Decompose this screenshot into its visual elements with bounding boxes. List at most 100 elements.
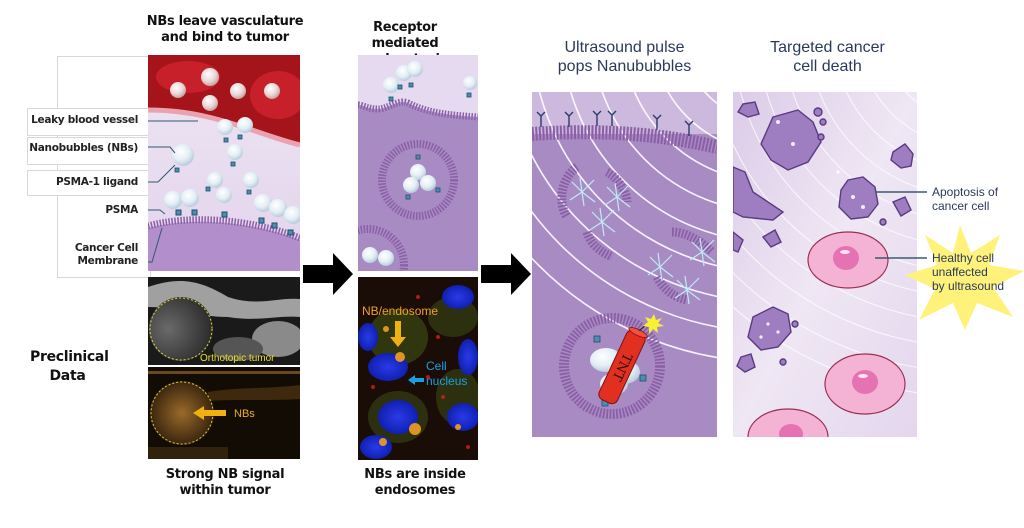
healthy-cells — [747, 231, 906, 437]
vessel-wall — [148, 107, 300, 148]
ligand — [237, 134, 243, 140]
nanobubble — [383, 77, 399, 93]
nanobubble — [172, 144, 194, 166]
cell-label: Cell — [426, 359, 447, 373]
endosome — [559, 313, 665, 419]
popped-bubble-burst — [569, 177, 716, 305]
preclinical-label-line1: Preclinical — [30, 349, 109, 365]
nb-endosome-label: NB/endosome — [362, 304, 438, 318]
nanobubble — [202, 95, 218, 111]
panel4-leader-lines — [875, 191, 927, 259]
apoptotic-cell — [747, 306, 792, 351]
healthy-label-line1: Healthy cell — [932, 251, 995, 265]
cancer-cell — [148, 221, 300, 271]
nucleus-label: nucleus — [426, 374, 467, 388]
panel1-title: NBs leave vasculature and bind to tumor — [140, 14, 310, 46]
apoptosis-label-line1: Apoptosis of — [932, 185, 999, 199]
psma-receptor — [258, 217, 265, 224]
microscopy-image: NB/endosome Cell nucleus — [358, 277, 478, 460]
nanobubble — [217, 119, 233, 135]
endosome — [378, 140, 458, 220]
label-cancer-cell-membrane: Cancer Cell Membrane — [10, 242, 138, 268]
nanobubble — [237, 117, 253, 133]
apoptosis-label: Apoptosis of cancer cell — [932, 185, 1024, 213]
healthy-cell — [824, 353, 906, 415]
nanobubble — [230, 83, 246, 99]
label-psma: PSMA — [105, 204, 138, 216]
ligand — [230, 161, 236, 167]
psma-receptor — [191, 209, 198, 216]
arrow-right-icon — [303, 253, 353, 295]
spark-icon — [643, 314, 664, 334]
psma-receptor — [271, 222, 278, 229]
apoptosis-label-line2: cancer cell — [932, 199, 990, 213]
nanobubble — [269, 199, 287, 217]
healthy-cell — [807, 231, 889, 289]
ligand — [223, 137, 229, 143]
nanobubble — [420, 175, 436, 191]
ultrasound-image-top: Orthotopic tumor — [148, 277, 300, 365]
nanobubble — [284, 206, 300, 224]
nanobubble — [378, 250, 394, 266]
nanobubble — [181, 189, 199, 207]
cell-nucleus — [378, 400, 418, 434]
panel3-title-line2: pops Nanububbles — [557, 58, 692, 75]
label-leaky-blood-vessel: Leaky blood vessel — [31, 114, 138, 126]
cell-membrane — [358, 98, 478, 121]
nanobubble — [407, 61, 423, 77]
nanobubble — [254, 194, 272, 212]
endosome — [358, 225, 408, 271]
label-bracket-outline — [57, 56, 151, 278]
nanobubble — [201, 68, 219, 86]
preclinical-label: Preclinical Data — [30, 348, 109, 386]
ligand — [246, 189, 252, 195]
panel2-caption-line2: endosomes — [374, 483, 456, 498]
extracellular-space — [358, 55, 478, 117]
panel1-title-line1: NBs leave vasculature — [146, 14, 304, 29]
cell-nucleus — [447, 403, 478, 431]
arrow-right-icon — [481, 253, 531, 295]
down-arrow-icon — [390, 321, 406, 347]
cell-nucleus — [458, 339, 478, 375]
panel1-illustration — [148, 55, 300, 271]
apoptotic-cancer-cells — [733, 101, 914, 373]
preclinical-caption-line2: within tumor — [179, 483, 271, 498]
healthy-label-line3: by ultrasound — [932, 279, 1005, 293]
highlight-star-icon — [905, 225, 1024, 330]
panel2-caption: NBs are inside endosomes — [345, 467, 485, 499]
nanobubble — [264, 83, 280, 99]
panel4-title-line2: cell death — [793, 58, 862, 75]
label-box-leaky — [27, 108, 150, 136]
label-membrane-line1: Cancer Cell — [74, 242, 138, 254]
panel2-caption-line1: NBs are inside — [364, 467, 466, 482]
psma-receptor — [175, 209, 182, 216]
panel2-title-line1: Receptor mediated — [371, 20, 439, 51]
apoptotic-cell — [760, 109, 822, 171]
ultrasound-image-bottom: NBs — [148, 367, 300, 459]
panel1-title-line2: and bind to tumor — [161, 30, 289, 45]
preclinical-caption-line1: Strong NB signal — [165, 467, 285, 482]
tumor-region — [149, 297, 213, 361]
psma-receptor — [221, 211, 228, 218]
label-psma1-ligand: PSMA-1 ligand — [55, 176, 138, 188]
label-box-nanobubbles — [27, 137, 150, 165]
panel3-illustration: TNT — [532, 92, 717, 437]
panel4-title-line1: Targeted cancer — [770, 39, 885, 56]
panel4-illustration — [733, 92, 917, 437]
nanobubble — [403, 177, 419, 193]
nanobubble — [243, 172, 259, 188]
nanobubble — [362, 247, 378, 263]
apoptotic-cell — [838, 176, 879, 220]
panel2-illustration — [358, 55, 478, 271]
preclinical-caption: Strong NB signal within tumor — [140, 467, 310, 499]
cell-nucleus — [442, 285, 474, 309]
tumor-outline — [149, 297, 213, 361]
nanobubble — [170, 82, 186, 98]
nanobubble — [164, 191, 182, 209]
panel3-title-line1: Ultrasound pulse — [564, 39, 685, 56]
orthotopic-tumor-label: Orthotopic tumor — [200, 353, 275, 364]
label-leader-lines — [148, 120, 198, 263]
cell-nucleus — [360, 435, 392, 459]
ligand — [205, 186, 211, 192]
nanobubble — [216, 187, 232, 203]
